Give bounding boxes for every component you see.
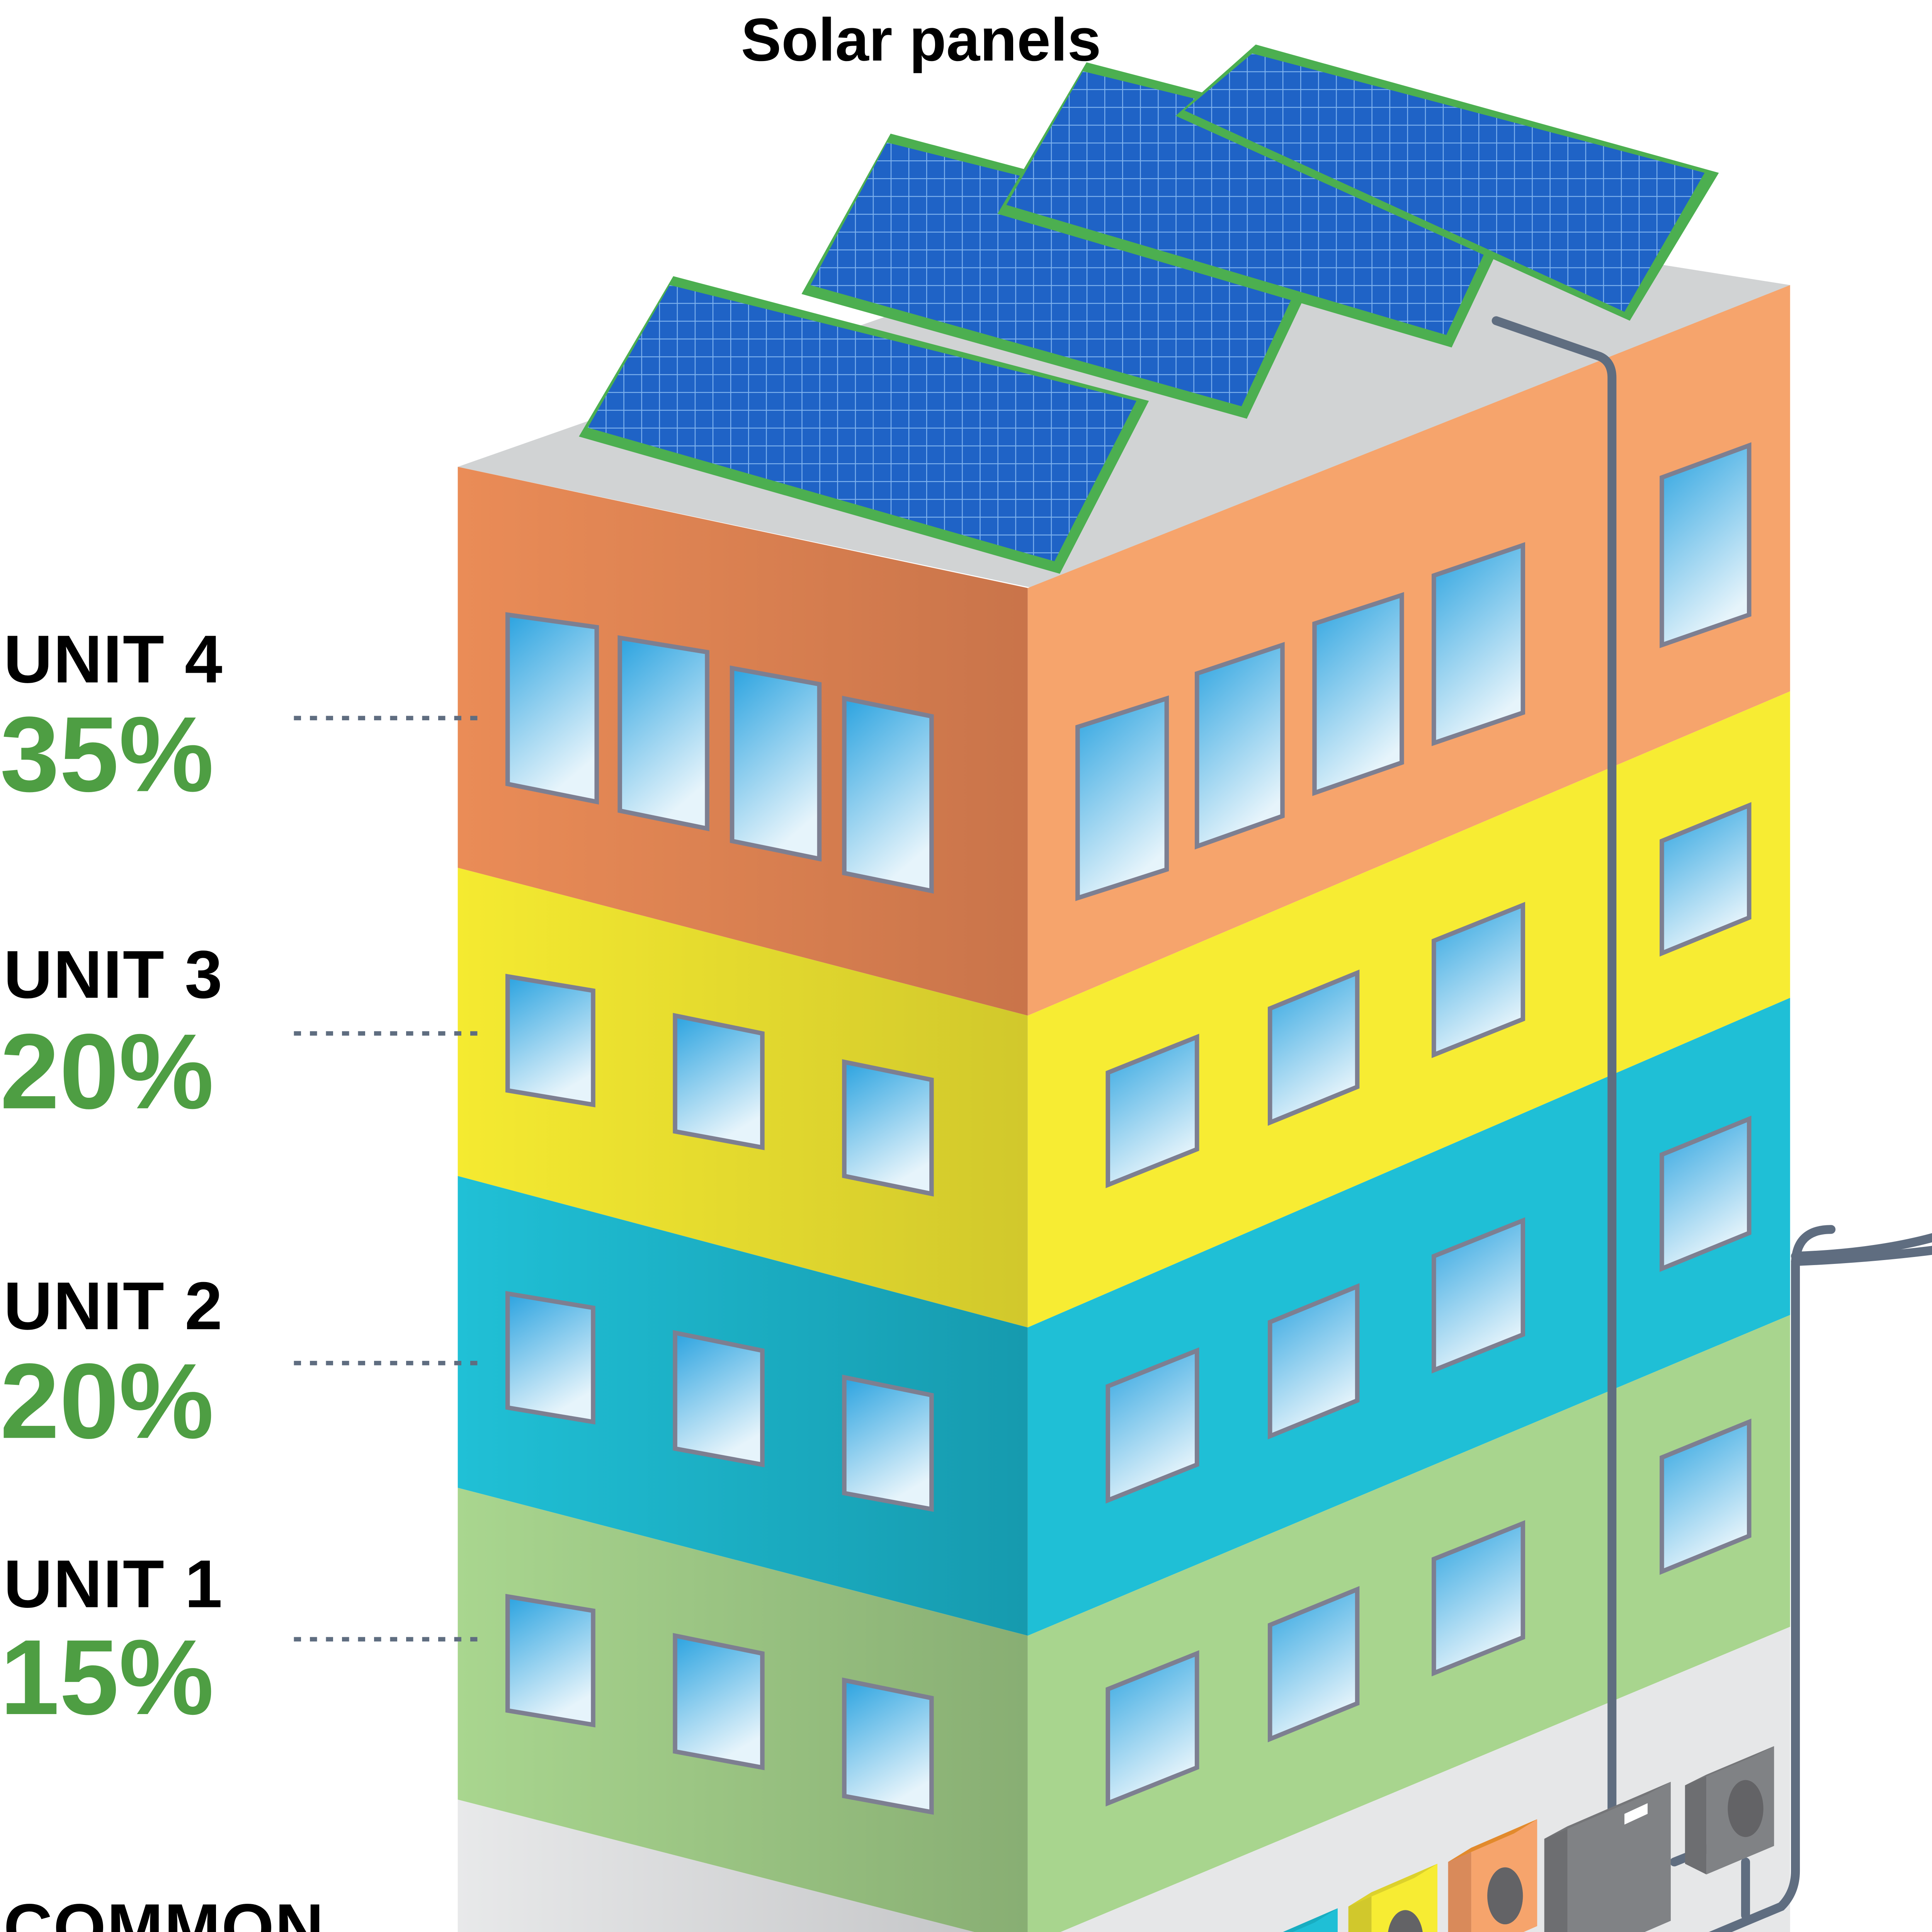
unit3-label: UNIT 3 xyxy=(3,937,223,1012)
unit3-share: 20% xyxy=(0,1012,214,1131)
unit4-meter xyxy=(1448,1819,1537,1932)
meter-bus-wire xyxy=(1709,1225,1836,1932)
common-area-label-line1: COMMON xyxy=(3,1890,325,1932)
net-generation-meter xyxy=(1685,1746,1774,1875)
left-windows xyxy=(505,612,934,1815)
unit4-label: UNIT 4 xyxy=(3,621,223,697)
floor-leader-lines xyxy=(294,716,478,1642)
unit2-share: 20% xyxy=(0,1341,214,1461)
unit1-label: UNIT 1 xyxy=(3,1546,223,1622)
utility-pole xyxy=(1791,1233,1932,1266)
solar-panels xyxy=(579,44,1719,574)
unit2-label: UNIT 2 xyxy=(3,1268,223,1344)
panel-wire xyxy=(1492,316,1617,1822)
solar-inverter xyxy=(1544,1782,1671,1932)
solar-panels-title: Solar panels xyxy=(741,6,1101,74)
unit1-share: 15% xyxy=(0,1617,214,1737)
unit4-share: 35% xyxy=(0,694,214,814)
unit3-meter xyxy=(1348,1864,1438,1932)
right-windows xyxy=(1075,442,1752,1807)
